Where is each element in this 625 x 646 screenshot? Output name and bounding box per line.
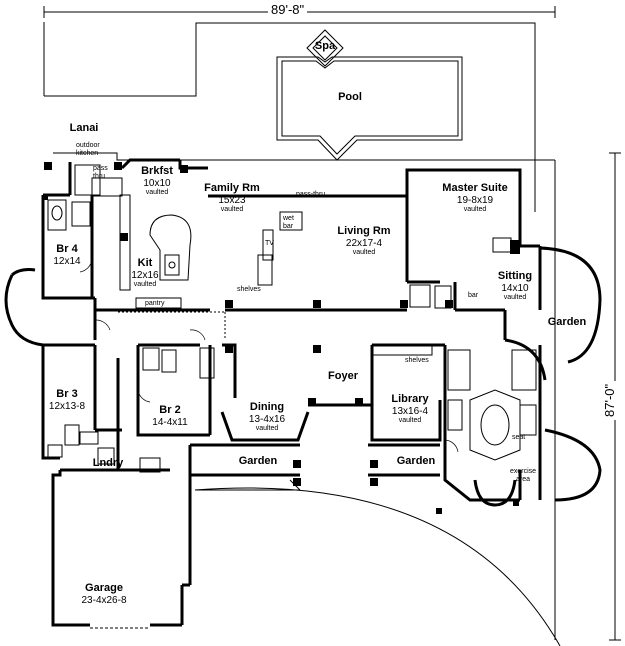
bar-note: bar	[468, 292, 479, 299]
pool-inner	[281, 60, 459, 155]
shelves-library-note: shelves	[405, 357, 429, 364]
br4-bay	[4, 274, 44, 347]
column	[44, 162, 52, 170]
br2-walls	[136, 345, 210, 437]
right-garden-curve	[544, 428, 602, 502]
exercise-note: exercise area	[509, 468, 537, 483]
lanai-pass-thru-note: pass thru	[93, 165, 108, 180]
lanai-label: Lanai	[69, 122, 99, 134]
overall-width-label: 89'-8"	[268, 2, 308, 17]
sitting-bay	[539, 246, 602, 364]
property-line	[44, 22, 536, 212]
lanai-roofline	[53, 152, 555, 161]
room-foyer: Foyer	[328, 370, 358, 382]
shelves-family-note: shelves	[237, 286, 261, 293]
wet-bar-note: wet bar	[283, 215, 294, 230]
master-bath-walls	[443, 345, 520, 502]
garden-center-left: Garden	[238, 455, 278, 467]
garage-walls	[51, 470, 90, 627]
garden-center-right: Garden	[396, 455, 436, 467]
pool-outline	[276, 56, 463, 161]
pool-label: Pool	[338, 91, 362, 103]
pantry-note: pantry	[145, 300, 165, 307]
spa-label: Spa	[314, 40, 336, 52]
tv-note: TV	[265, 240, 274, 247]
overall-depth-label: 87'-0"	[602, 380, 617, 420]
spa-inner	[312, 35, 338, 61]
bay-window-bath	[473, 479, 517, 507]
br3-walls	[41, 345, 60, 460]
seat-note: seat	[512, 434, 526, 441]
master-walls	[405, 168, 522, 246]
library-walls	[370, 345, 442, 442]
pass-thru-note: pass-thru	[296, 191, 326, 198]
outdoor-kitchen-note: outdoor kitchen	[76, 142, 100, 157]
kitchen-island	[149, 214, 192, 281]
master-tub-bay	[504, 338, 547, 381]
driveway-curve	[194, 487, 561, 646]
spa-outline	[306, 29, 344, 67]
br4-walls	[41, 195, 95, 300]
garden-right: Garden	[547, 316, 587, 328]
room-lndry: Lndry	[92, 457, 124, 469]
